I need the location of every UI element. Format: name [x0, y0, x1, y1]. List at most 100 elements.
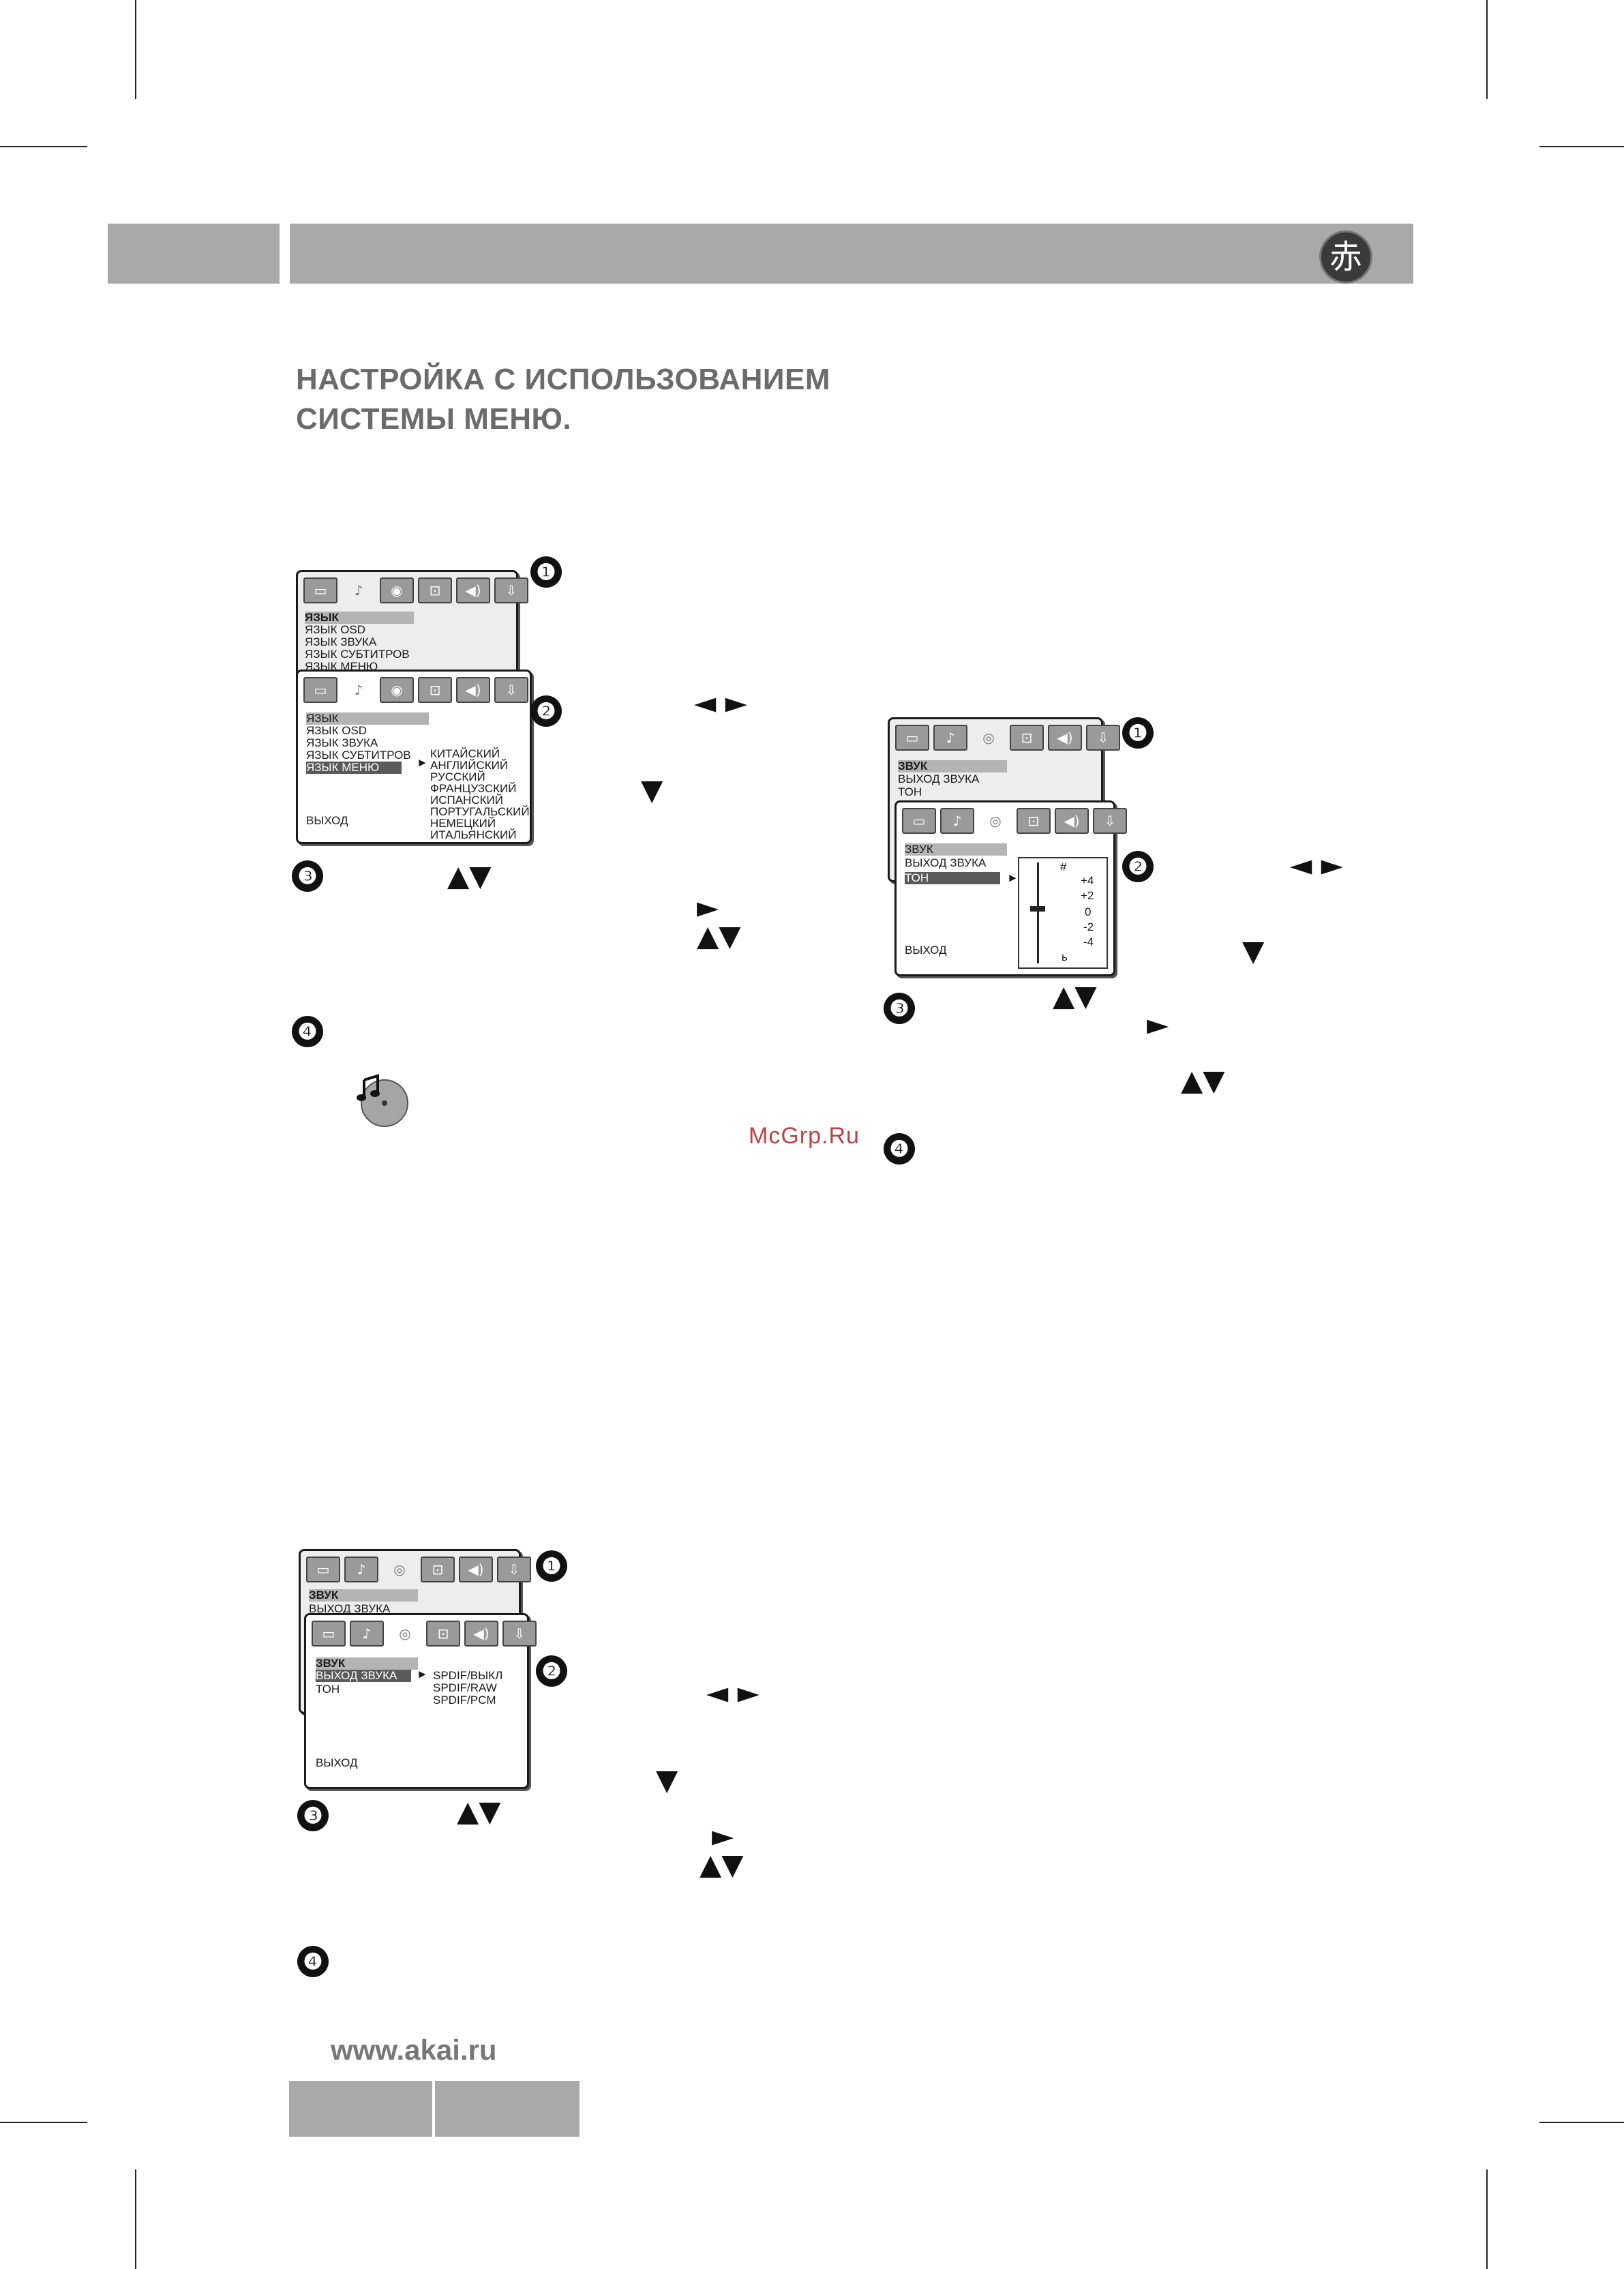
menu-exit[interactable]: ВЫХОД — [306, 814, 348, 827]
header-band-main — [290, 224, 1413, 284]
option-item[interactable]: ИСПАНСКИЙ — [430, 794, 503, 807]
menu-icon-row: ▭ ♪ ◎ ⊡ ◀) ⇩ — [312, 1621, 537, 1647]
disc-icon: ◉ — [380, 577, 414, 603]
option-item[interactable]: РУССКИЙ — [430, 770, 485, 783]
watermark: McGrp.Ru — [749, 1123, 860, 1149]
menu-item[interactable]: ЗВУК — [316, 1657, 418, 1670]
option-item[interactable]: ИТАЛЬЯНСКИЙ — [430, 828, 517, 841]
monitor-icon: ▭ — [902, 808, 936, 834]
tone-label: -2 — [1083, 920, 1094, 933]
up-down-arrow-icon: ▲▼ — [697, 919, 741, 952]
tv-settings-icon: ⊡ — [418, 577, 452, 603]
option-item[interactable]: КИТАЙСКИЙ — [430, 747, 500, 760]
crop-mark — [1486, 0, 1488, 99]
menu-item[interactable]: ЯЗЫК СУБТИТРОВ — [306, 749, 411, 762]
tone-label: +4 — [1081, 874, 1094, 887]
crop-mark — [135, 0, 136, 99]
menu-exit[interactable]: ВЫХОД — [905, 944, 947, 957]
menu-exit[interactable]: ВЫХОД — [316, 1756, 358, 1769]
step-badge-1: ❶ — [1122, 717, 1154, 749]
down-arrow-icon: ▼ — [641, 773, 663, 807]
step-badge-4: ❹ — [292, 1016, 323, 1047]
person-speaker-icon: ♪ — [940, 808, 974, 834]
option-item[interactable]: ПОРТУГАЛЬСКИЙ — [430, 805, 530, 818]
right-arrow-icon: ► — [1147, 1008, 1169, 1041]
crop-mark — [1486, 2169, 1488, 2269]
option-item[interactable]: ФРАНЦУЗСКИЙ — [430, 782, 517, 795]
tv-settings-icon: ⊡ — [1010, 725, 1044, 751]
up-down-arrow-icon: ▲▼ — [457, 1794, 501, 1828]
option-item[interactable]: АНГЛИЙСКИЙ — [430, 759, 509, 772]
disc-icon: ◎ — [393, 1561, 406, 1578]
menu-icon-row: ▭ ♪ ◉ ⊡ ◀) ⇩ — [303, 577, 528, 603]
page-title-line1: НАСТРОЙКА С ИСПОЛЬЗОВАНИЕМ — [296, 363, 831, 396]
menu-icon-row: ▭ ♪ ◎ ⊡ ◀) ⇩ — [902, 808, 1127, 834]
step-badge-3: ❸ — [292, 860, 323, 892]
step-badge-3: ❸ — [884, 993, 915, 1024]
menu-item: ЯЗЫК ЗВУКА — [305, 635, 377, 648]
tone-label: +2 — [1081, 889, 1094, 902]
up-down-arrow-icon: ▲▼ — [1053, 979, 1097, 1012]
crop-mark — [0, 2122, 87, 2123]
menu-item: ЯЗЫК OSD — [305, 623, 366, 636]
footer-band-right — [435, 2081, 580, 2137]
menu-item: ВЫХОД ЗВУКА — [898, 772, 980, 785]
step-badge-1: ❶ — [536, 1550, 567, 1582]
crop-mark — [1539, 2122, 1624, 2123]
header-band-left — [108, 224, 280, 284]
person-speaker-icon: ♪ — [350, 1621, 384, 1647]
menu-item[interactable]: ЯЗЫК — [306, 712, 429, 725]
menu-item[interactable]: ТОН — [316, 1683, 340, 1696]
up-down-arrow-icon: ▲▼ — [447, 859, 492, 892]
menu-item-selected[interactable]: ВЫХОД ЗВУКА — [316, 1670, 411, 1682]
up-down-arrow-icon: ▲▼ — [700, 1848, 744, 1881]
footer-url[interactable]: www.akai.ru — [331, 2034, 497, 2066]
step-badge-4: ❹ — [884, 1133, 915, 1164]
step-badge-2: ❷ — [1122, 851, 1154, 882]
crop-mark — [1539, 146, 1624, 147]
up-down-arrow-icon: ▲▼ — [1181, 1064, 1225, 1097]
right-arrow-icon: ► — [697, 890, 719, 924]
crop-mark — [0, 146, 87, 147]
person-speaker-icon: ♪ — [933, 725, 967, 751]
menu-item[interactable]: ЯЗЫК OSD — [306, 724, 367, 737]
tv-settings-icon: ⊡ — [426, 1621, 460, 1647]
tv-settings-icon: ⊡ — [1017, 808, 1051, 834]
left-right-arrow-icon: ◄ ► — [694, 686, 747, 719]
tone-slider-handle[interactable] — [1030, 906, 1045, 912]
menu-item[interactable]: ЗВУК — [905, 843, 1007, 856]
spdif-menu-front-screen: ▭ ♪ ◎ ⊡ ◀) ⇩ ЗВУК ВЫХОД ЗВУКА ► ТОН SPDI… — [304, 1613, 537, 1789]
arrow-exit-icon: ⇩ — [1093, 808, 1127, 834]
left-right-arrow-icon: ◄ ► — [706, 1676, 760, 1709]
option-item[interactable]: SPDIF/PCM — [433, 1694, 496, 1707]
menu-item[interactable]: ЯЗЫК ЗВУКА — [306, 736, 378, 749]
menu-item-selected[interactable]: ЯЗЫК МЕНЮ — [306, 762, 402, 774]
menu-pointer-icon: ► — [417, 1668, 428, 1681]
tone-slider-track — [1037, 862, 1039, 963]
speaker-icon: ◀) — [456, 577, 490, 603]
menu-item: ЗВУК — [898, 760, 1007, 772]
monitor-icon: ▭ — [306, 1557, 340, 1582]
option-item[interactable]: SPDIF/RAW — [433, 1681, 497, 1694]
music-disc-icon — [355, 1073, 409, 1128]
arrow-exit-icon: ⇩ — [494, 677, 528, 703]
down-arrow-icon: ▼ — [1242, 934, 1265, 967]
left-right-arrow-icon: ◄ ► — [1290, 848, 1343, 882]
arrow-exit-icon: ⇩ — [494, 577, 528, 603]
disc-icon: ◎ — [982, 730, 995, 746]
menu-item: ВЫХОД ЗВУКА — [309, 1602, 391, 1615]
menu-icon-row: ▭ ♪ ◎ ⊡ ◀) ⇩ — [306, 1557, 531, 1582]
monitor-icon: ▭ — [303, 677, 337, 703]
step-badge-2: ❷ — [536, 1655, 567, 1687]
step-badge-1: ❶ — [530, 556, 562, 588]
person-speaker-icon: ♪ — [344, 1557, 378, 1582]
option-item[interactable]: НЕМЕЦКИЙ — [430, 817, 496, 830]
speaker-icon: ◀) — [1055, 808, 1089, 834]
tone-label: # — [1060, 860, 1067, 873]
menu-item: ЗВУК — [309, 1589, 418, 1602]
menu-item[interactable]: ВЫХОД ЗВУКА — [905, 856, 987, 869]
speaker-icon: ◀) — [459, 1557, 493, 1582]
menu-item-selected[interactable]: ТОН — [905, 872, 1000, 884]
tone-slider-panel: # +4 +2 0 -2 -4 ь — [1018, 857, 1108, 969]
option-item[interactable]: SPDIF/ВЫКЛ — [433, 1669, 503, 1682]
